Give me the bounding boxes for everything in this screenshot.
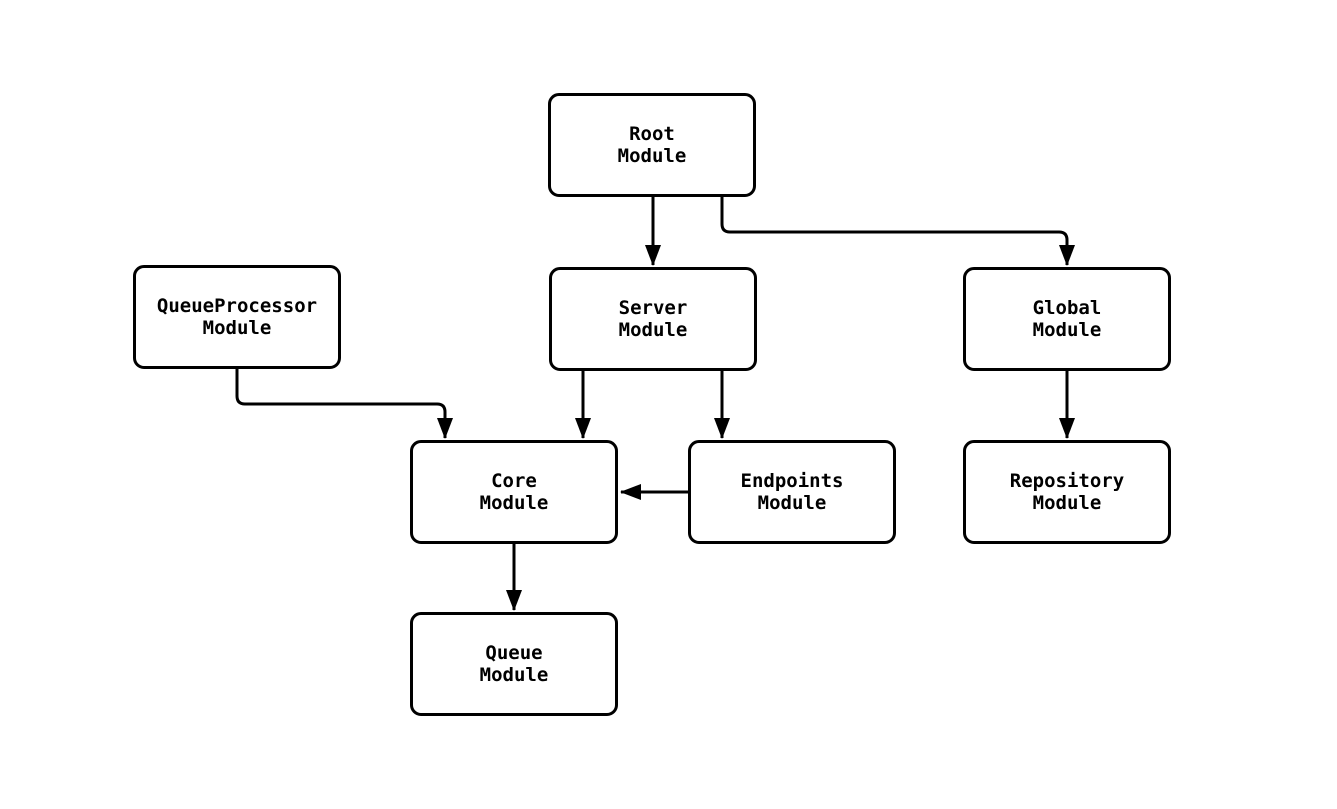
node-queue-module: Queue Module xyxy=(410,612,618,716)
node-server-module-label: Server Module xyxy=(618,297,688,341)
node-queueprocessor-module: QueueProcessor Module xyxy=(133,265,341,369)
node-core-module: Core Module xyxy=(410,440,618,544)
node-global-module-label: Global Module xyxy=(1032,297,1102,341)
node-core-module-label: Core Module xyxy=(479,470,549,514)
node-queueprocessor-module-label: QueueProcessor Module xyxy=(156,295,318,339)
edge-root-to-global xyxy=(720,197,1075,266)
node-root-module: Root Module xyxy=(548,93,756,197)
node-endpoints-module-label: Endpoints Module xyxy=(740,470,844,514)
edge-queueprocessor-to-core xyxy=(235,369,453,439)
node-repository-module: Repository Module xyxy=(963,440,1171,544)
node-server-module: Server Module xyxy=(549,267,757,371)
node-queue-module-label: Queue Module xyxy=(479,642,549,686)
node-endpoints-module: Endpoints Module xyxy=(688,440,896,544)
node-global-module: Global Module xyxy=(963,267,1171,371)
node-repository-module-label: Repository Module xyxy=(1009,470,1125,514)
node-root-module-label: Root Module xyxy=(617,123,687,167)
